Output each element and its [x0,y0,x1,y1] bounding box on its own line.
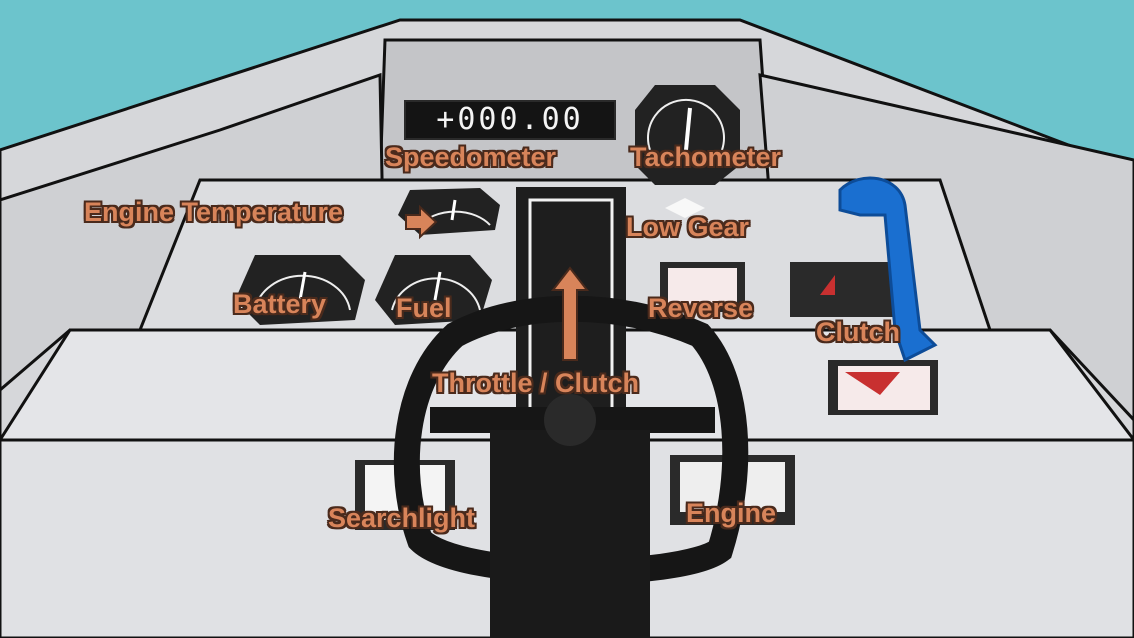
label-fuel: Fuel [396,293,452,323]
label-searchlight: Searchlight [328,503,476,533]
arrow-up-icon [550,266,590,361]
label-clutch: Clutch [816,317,900,347]
battery-gauge [235,255,365,325]
label-reverse: Reverse [648,293,754,323]
low-gear-button[interactable] [665,198,705,218]
steering-hub [544,394,596,446]
clutch-buttons[interactable] [790,262,938,415]
speedometer-display: +000.00 [404,100,616,140]
steering-column [490,430,650,638]
label-engine: Engine [686,498,777,528]
fuel-gauge [375,255,492,325]
label-throttle-clutch: Throttle / Clutch [432,368,639,398]
tachometer-gauge [635,85,740,185]
label-speedometer: Speedometer [385,142,557,172]
label-engine-temperature: Engine Temperature [84,197,344,227]
label-low-gear: Low Gear [626,212,750,242]
reverse-button[interactable] [668,268,737,308]
clutch-lever[interactable] [838,176,938,363]
arrow-right-icon [405,204,438,240]
label-battery: Battery [233,289,327,319]
label-tachometer: Tachometer [630,142,782,172]
